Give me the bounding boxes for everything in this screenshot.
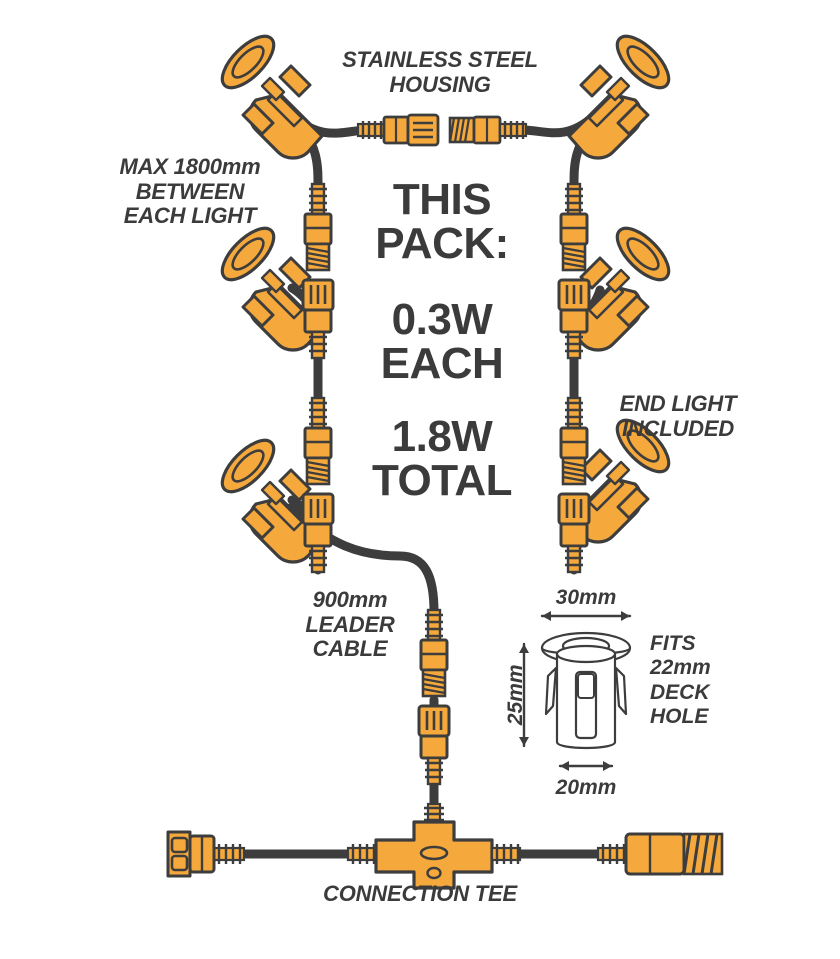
connector-top-center <box>356 113 528 147</box>
connector-right-upper <box>557 182 591 360</box>
connector-left-upper <box>301 182 335 360</box>
pack-heading: THIS PACK: <box>375 175 509 268</box>
connection-tee-assembly <box>166 802 724 890</box>
label-end-light-included: END LIGHT INCLUDED <box>619 391 737 441</box>
label-leader-cable: 900mm LEADER CABLE <box>305 587 395 662</box>
connector-left-lower <box>301 396 335 574</box>
label-max-spacing: MAX 1800mm BETWEEN EACH LIGHT <box>119 154 261 229</box>
dimension-body-diameter: 20mm <box>555 776 617 799</box>
dimension-top-diameter: 30mm <box>555 586 617 609</box>
dimension-height: 25mm <box>504 664 528 726</box>
light-fixture-top-right <box>567 26 679 160</box>
deck-light-dimension-drawing <box>519 611 632 771</box>
tee-left-plug <box>166 830 246 878</box>
connector-right-lower <box>557 396 591 574</box>
label-connection-tee: CONNECTION TEE <box>323 881 517 906</box>
label-stainless-steel-housing: STAINLESS STEEL HOUSING <box>342 47 538 97</box>
label-fits-deck-hole: FITS 22mm DECK HOLE <box>650 632 711 729</box>
light-fixture-top-left <box>212 26 324 160</box>
pack-total: 1.8W TOTAL <box>371 412 513 505</box>
pack-per-light: 0.3W EACH <box>380 295 504 388</box>
tee-right-socket <box>596 832 724 876</box>
